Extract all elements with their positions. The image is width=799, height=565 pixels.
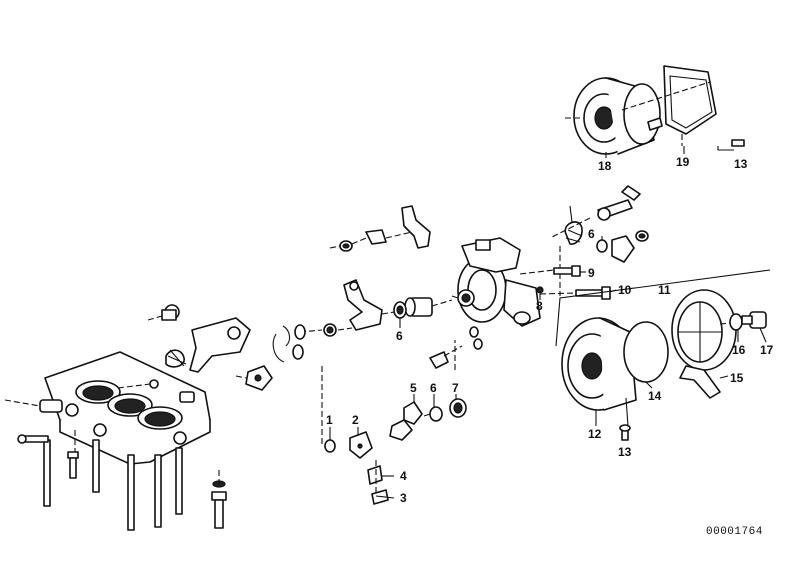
throttle-body-assembly [4, 351, 227, 531]
callout-2: 2 [352, 413, 359, 427]
lever-group-middle [235, 205, 453, 391]
callout-15: 15 [730, 371, 744, 385]
callout-6-upper: 6 [588, 227, 595, 241]
callout-3: 3 [400, 491, 407, 505]
callout-12: 12 [588, 427, 602, 441]
central-housing [429, 237, 541, 370]
callout-7: 7 [452, 381, 459, 395]
callout-5: 5 [410, 381, 417, 395]
callout-14: 14 [648, 389, 662, 403]
callout-16: 16 [732, 343, 746, 357]
callout-18: 18 [598, 159, 612, 173]
callout-8: 8 [536, 299, 543, 313]
small-parts-group [321, 366, 467, 505]
throttle-linkage [117, 304, 251, 389]
callout-1: 1 [326, 413, 333, 427]
callout-labels: 1 2 3 4 5 6 6 6 7 8 9 10 11 12 13 13 14 … [326, 155, 774, 505]
leader-lines [329, 146, 767, 499]
callout-6-lower: 6 [430, 381, 437, 395]
callout-4: 4 [400, 469, 407, 483]
callout-19: 19 [676, 155, 690, 169]
choke-cover-assembly [555, 269, 771, 441]
callout-13-lower: 13 [618, 445, 632, 459]
diagram-reference-number: 00001764 [706, 526, 763, 538]
callout-17: 17 [760, 343, 774, 357]
callout-10: 10 [618, 283, 632, 297]
callout-9: 9 [588, 266, 595, 280]
top-cover-group [565, 65, 745, 155]
shaft-spring-group [519, 185, 649, 300]
callout-13-upper: 13 [734, 157, 748, 171]
callout-11: 11 [658, 283, 671, 297]
callout-6-middle: 6 [396, 329, 403, 343]
